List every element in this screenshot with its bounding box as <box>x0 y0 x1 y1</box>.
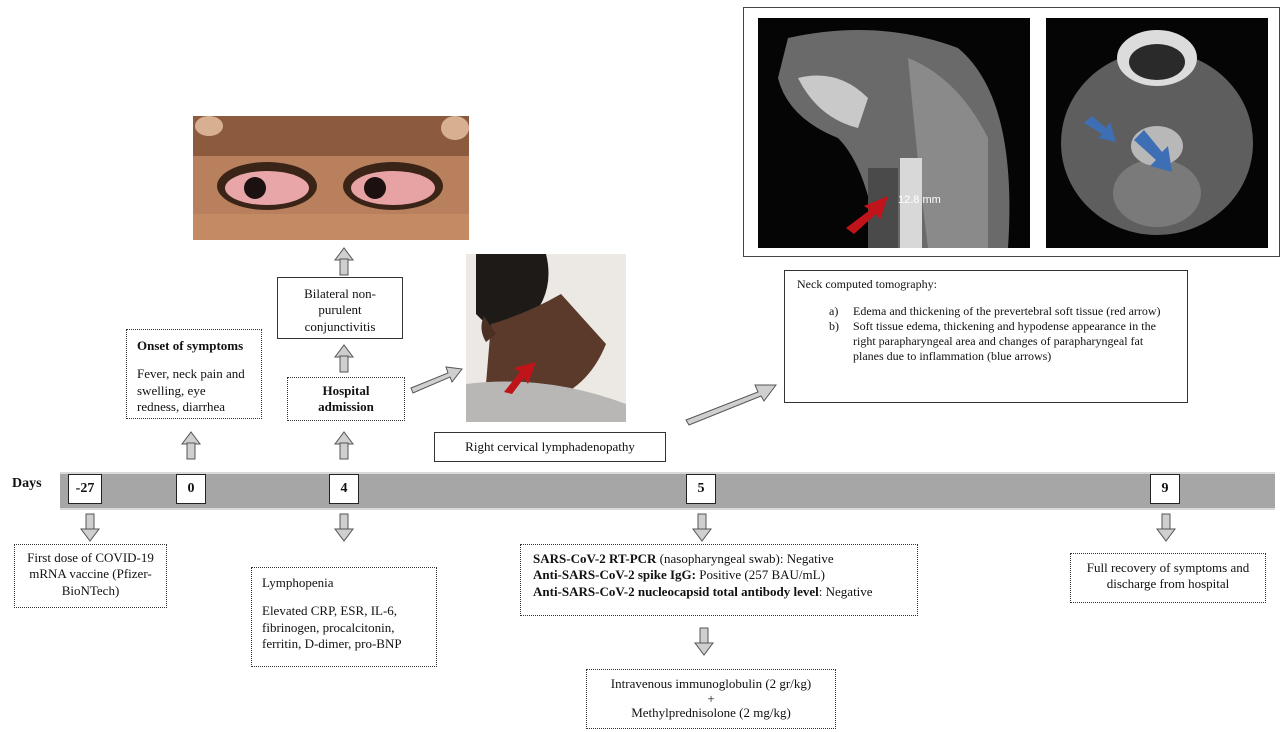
vaccine-box: First dose of COVID-19 mRNA vaccine (Pfi… <box>14 544 167 608</box>
ct-item-a-text: Edema and thickening of the prevertebral… <box>853 304 1161 319</box>
ct-sagittal-image: 12.8 mm <box>758 18 1030 248</box>
arrow-down-icon <box>335 514 353 541</box>
arrow-down-icon <box>1157 514 1175 541</box>
conjunctivitis-label: Bilateral non-purulent conjunctivitis <box>304 286 376 334</box>
ct-description-box: Neck computed tomography: a) Edema and t… <box>784 270 1188 403</box>
vaccine-label: First dose of COVID-19 mRNA vaccine (Pfi… <box>27 550 154 598</box>
conjunctivitis-box: Bilateral non-purulent conjunctivitis <box>277 277 403 339</box>
diagonal-arrow-icon <box>411 367 462 393</box>
pcr-line: SARS-CoV-2 RT-PCR (nasopharyngeal swab):… <box>533 551 905 567</box>
lymphadenopathy-label: Right cervical lymphadenopathy <box>465 439 635 454</box>
nucleocapsid-label: Anti-SARS-CoV-2 nucleocapsid total antib… <box>533 584 819 599</box>
arrow-up-icon <box>182 432 200 459</box>
igg-line: Anti-SARS-CoV-2 spike IgG: Positive (257… <box>533 567 905 583</box>
ct-item-a: a) Edema and thickening of the preverteb… <box>797 304 1175 319</box>
nucleocapsid-value: : Negative <box>819 584 873 599</box>
admission-label: Hospital admission <box>318 383 374 414</box>
ct-axial-image <box>1046 18 1268 248</box>
ct-description-title: Neck computed tomography: <box>797 277 1175 292</box>
arrow-down-icon <box>695 628 713 655</box>
recovery-box: Full recovery of symptoms and discharge … <box>1070 553 1266 603</box>
onset-body: Fever, neck pain and swelling, eye redne… <box>137 366 251 415</box>
eyes-illustration <box>193 116 469 240</box>
treatment-ivig: Intravenous immunoglobulin (2 gr/kg) <box>595 676 827 692</box>
serology-box: SARS-CoV-2 RT-PCR (nasopharyngeal swab):… <box>520 544 918 616</box>
ct-measurement-label: 12.8 mm <box>898 194 941 206</box>
treatment-plus: + <box>595 692 827 705</box>
diagonal-arrow-icon <box>686 385 776 425</box>
red-arrow-icon <box>502 360 538 394</box>
recovery-label: Full recovery of symptoms and discharge … <box>1087 560 1249 591</box>
onset-title: Onset of symptoms <box>137 338 251 354</box>
neck-illustration <box>466 254 626 422</box>
ct-sagittal-illustration: 12.8 mm <box>758 18 1030 248</box>
treatment-steroid: Methylprednisolone (2 mg/kg) <box>595 705 827 721</box>
labs-box: Lymphopenia Elevated CRP, ESR, IL-6, fib… <box>251 567 437 667</box>
arrow-down-icon <box>81 514 99 541</box>
conjunctivitis-photo <box>193 116 469 240</box>
arrow-up-icon <box>335 345 353 372</box>
neck-lymphadenopathy-photo <box>466 254 626 422</box>
arrow-down-icon <box>693 514 711 541</box>
igg-label: Anti-SARS-CoV-2 spike IgG: <box>533 567 696 582</box>
treatment-box: Intravenous immunoglobulin (2 gr/kg) + M… <box>586 669 836 729</box>
ct-axial-illustration <box>1046 18 1268 248</box>
nucleocapsid-line: Anti-SARS-CoV-2 nucleocapsid total antib… <box>533 584 905 600</box>
ct-item-b: b) Soft tissue edema, thickening and hyp… <box>797 319 1175 364</box>
pcr-label: SARS-CoV-2 RT-PCR <box>533 551 656 566</box>
admission-box: Hospital admission <box>287 377 405 421</box>
arrow-up-icon <box>335 432 353 459</box>
igg-value: Positive (257 BAU/mL) <box>696 567 825 582</box>
ct-item-b-marker: b) <box>829 319 853 364</box>
ct-item-b-text: Soft tissue edema, thickening and hypode… <box>853 319 1175 364</box>
labs-body: Elevated CRP, ESR, IL-6, fibrinogen, pro… <box>262 603 426 652</box>
lymphadenopathy-box: Right cervical lymphadenopathy <box>434 432 666 462</box>
pcr-value: (nasopharyngeal swab): Negative <box>656 551 833 566</box>
ct-item-a-marker: a) <box>829 304 853 319</box>
onset-box: Onset of symptoms Fever, neck pain and s… <box>126 329 262 419</box>
arrow-up-icon <box>335 248 353 275</box>
ct-scan-panel: 12.8 mm <box>743 7 1280 257</box>
labs-title: Lymphopenia <box>262 575 426 591</box>
